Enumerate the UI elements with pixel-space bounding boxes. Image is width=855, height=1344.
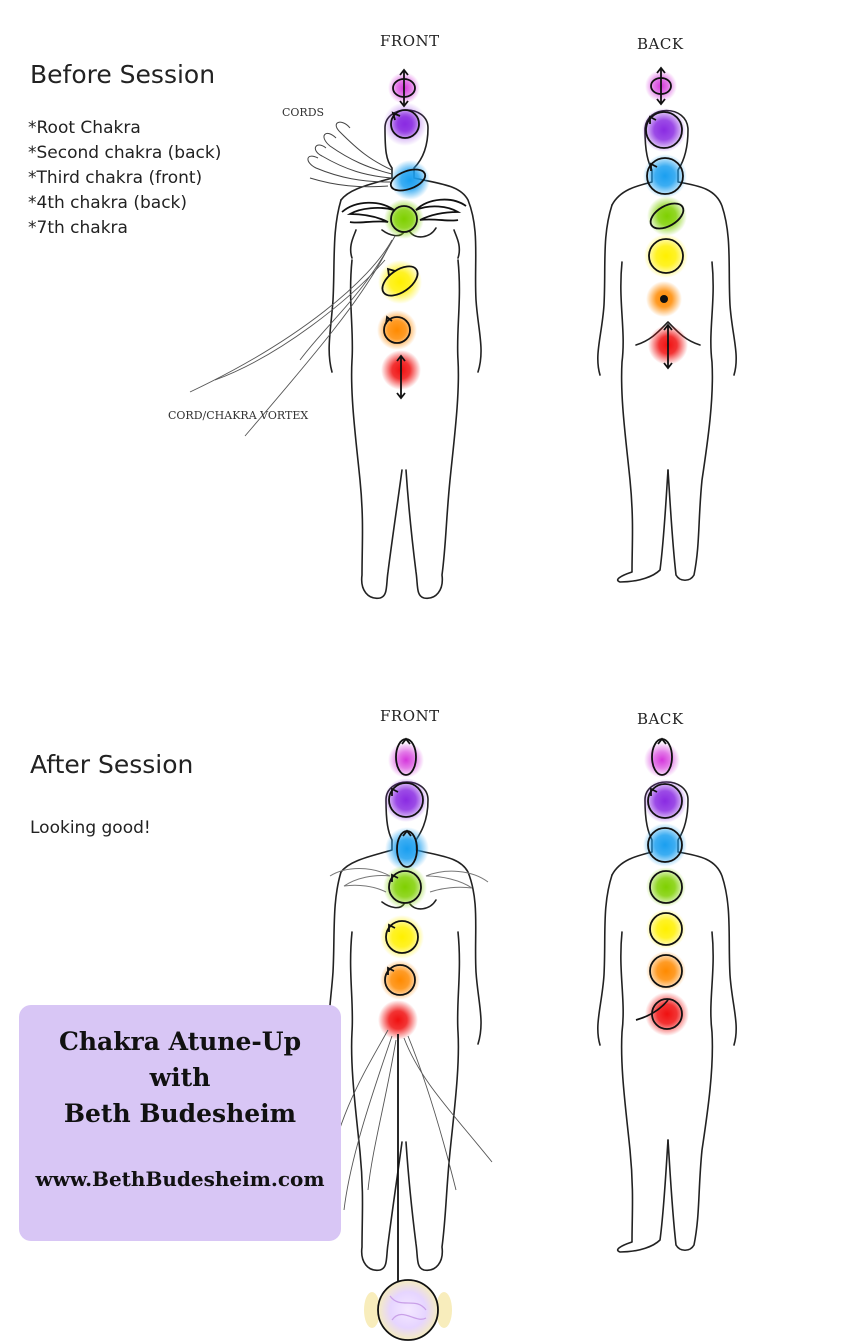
after-heading: After Session xyxy=(30,750,194,779)
before-back-label: BACK xyxy=(637,35,684,53)
promo-url-link[interactable]: www.BethBudesheim.com xyxy=(35,1167,325,1191)
wings-icon xyxy=(341,198,467,224)
heart-chakra xyxy=(646,867,686,907)
before-front-label: FRONT xyxy=(380,32,440,50)
throat-chakra xyxy=(643,154,687,198)
list-item: *Root Chakra xyxy=(28,118,141,138)
promo-name: Beth Budesheim xyxy=(63,1099,297,1128)
cords-label: CORDS xyxy=(282,106,325,119)
wings-icon xyxy=(329,868,489,893)
heart-chakra xyxy=(384,199,424,239)
sacral-chakra xyxy=(377,310,417,350)
before-heading: Before Session xyxy=(30,60,216,89)
crown-chakra xyxy=(388,742,424,778)
cords-icon xyxy=(307,121,393,188)
heart-chakra xyxy=(647,196,687,236)
front-after-chakras xyxy=(319,737,493,1341)
body-back-after xyxy=(597,781,737,1253)
sacral-chakra xyxy=(380,960,420,1000)
body-back-before xyxy=(597,109,737,583)
list-item: *4th chakra (back) xyxy=(28,193,188,213)
back-after-chakras xyxy=(635,737,689,1036)
vortex-icon xyxy=(189,235,396,437)
grounding-lines xyxy=(319,1029,493,1211)
back-before-chakras xyxy=(642,66,688,370)
after-front-label: FRONT xyxy=(380,707,440,725)
list-item: *Second chakra (back) xyxy=(28,143,222,163)
vortex-label: CORD/CHAKRA VORTEX xyxy=(168,409,309,422)
throat-chakra xyxy=(643,823,687,867)
solar-plexus-chakra xyxy=(646,909,686,949)
body-front-before xyxy=(328,109,482,600)
promo-box: Chakra Atune-Up with Beth Budesheim www.… xyxy=(19,1005,341,1241)
after-back-label: BACK xyxy=(637,710,684,728)
throat-chakra xyxy=(385,827,429,871)
solar-plexus-chakra xyxy=(644,234,688,278)
crown-chakra xyxy=(644,742,680,778)
promo-title: Chakra Atune-Up xyxy=(58,1027,302,1056)
after-note: Looking good! xyxy=(30,818,151,838)
third-eye-chakra xyxy=(389,108,421,140)
promo-with: with xyxy=(149,1063,211,1092)
front-before-chakras xyxy=(189,68,467,437)
third-eye-chakra xyxy=(384,778,428,822)
list-item: *7th chakra xyxy=(28,218,128,238)
before-issue-list: *Root Chakra *Second chakra (back) *Thir… xyxy=(28,116,221,241)
third-eye-chakra xyxy=(643,779,687,823)
earth-sphere-icon xyxy=(364,1279,452,1341)
list-item: *Third chakra (front) xyxy=(28,168,203,188)
sacral-chakra xyxy=(646,951,686,991)
third-eye-chakra xyxy=(642,108,686,152)
